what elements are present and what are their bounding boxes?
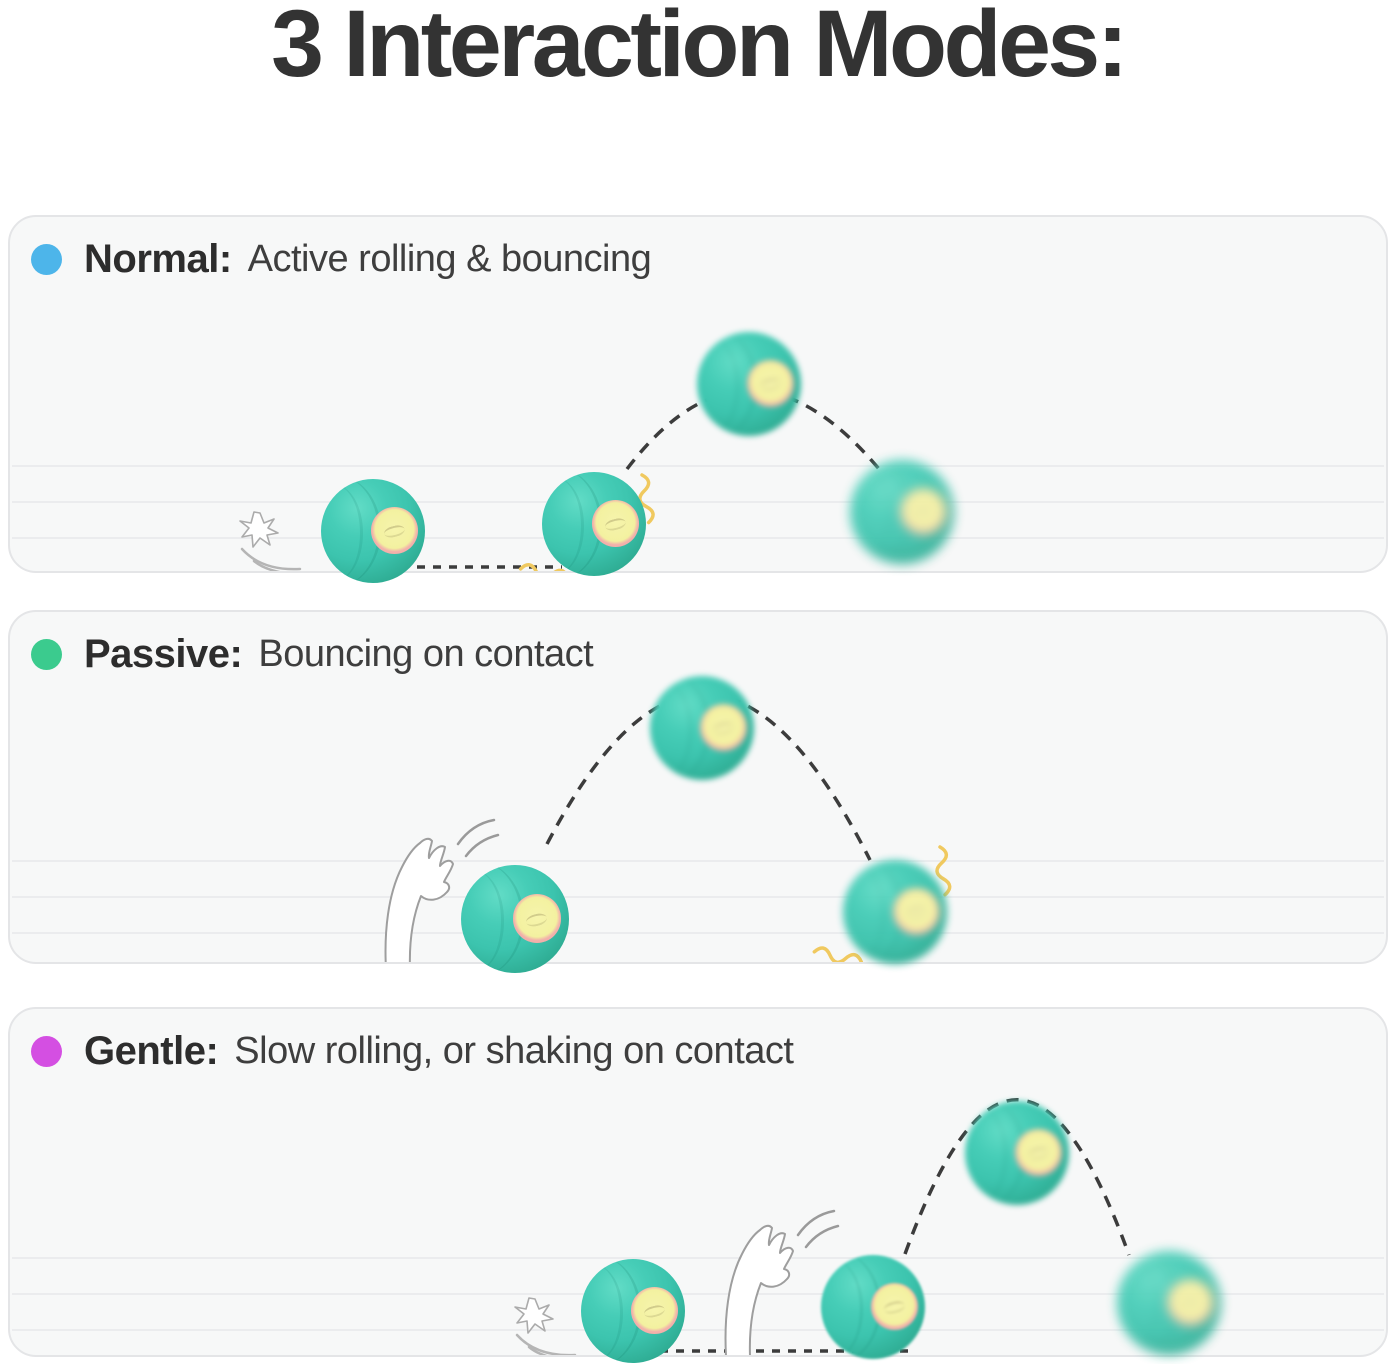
mode-description: Active rolling & bouncing	[247, 238, 652, 280]
pet-ball	[321, 479, 425, 583]
ball-lens	[370, 507, 418, 554]
floor-line	[12, 896, 1384, 898]
mode-label: Gentle:	[84, 1029, 219, 1073]
floor-line	[12, 465, 1384, 467]
mode-description: Bouncing on contact	[258, 633, 594, 675]
trajectory-overlay-passive	[384, 692, 953, 962]
floor-line	[12, 1257, 1384, 1259]
ball-lens	[899, 488, 947, 535]
cat-paw-icon	[384, 837, 454, 962]
paw-motion-lines-icon	[796, 1209, 840, 1249]
ball-lens	[699, 704, 747, 751]
ball-lens	[1166, 1279, 1214, 1326]
mode-label: Passive:	[84, 632, 243, 676]
pet-ball-landing	[1117, 1251, 1221, 1355]
paw-swoosh-icon	[513, 1296, 579, 1355]
pet-ball-bouncing	[965, 1101, 1069, 1205]
ball-lens	[591, 500, 639, 547]
floor-line	[12, 1293, 1384, 1295]
mode-header-gentle: Gentle: Slow rolling, or shaking on cont…	[31, 1029, 794, 1074]
ball-lens	[1014, 1129, 1062, 1176]
paw-motion-lines-icon	[456, 818, 500, 858]
mode-dot-icon	[31, 639, 62, 670]
floor-line	[12, 932, 1384, 934]
pet-ball	[581, 1259, 685, 1363]
mode-panel-passive: Passive: Bouncing on contact	[8, 610, 1388, 973]
ball-lens	[870, 1283, 918, 1330]
pet-ball-bouncing	[650, 676, 754, 780]
floor-line	[12, 860, 1384, 862]
pet-ball	[542, 472, 646, 576]
mode-dot-icon	[31, 244, 62, 275]
page-title: 3 Interaction Modes:	[271, 0, 1128, 97]
mode-header-passive: Passive: Bouncing on contact	[31, 632, 594, 677]
mode-description: Slow rolling, or shaking on contact	[234, 1030, 794, 1072]
pet-ball-landing	[843, 860, 947, 964]
pet-ball-landing	[850, 460, 954, 564]
pet-ball	[821, 1255, 925, 1359]
ball-lens	[630, 1287, 678, 1334]
ball-lens	[746, 360, 794, 407]
pet-ball	[461, 865, 569, 973]
mode-label: Normal:	[84, 237, 232, 281]
mode-panel-normal: Normal: Active rolling & bouncing	[8, 215, 1388, 583]
floor-line	[12, 537, 1384, 539]
cat-paw-icon	[724, 1224, 794, 1355]
ball-lens	[512, 894, 562, 943]
pet-ball-bouncing	[697, 332, 801, 436]
bounce-arc-dash	[545, 692, 872, 861]
ball-lens	[892, 888, 940, 935]
mode-dot-icon	[31, 1036, 62, 1067]
paw-swoosh-icon	[238, 510, 304, 571]
floor-line	[12, 501, 1384, 503]
floor-line	[12, 1329, 1384, 1331]
mode-panel-gentle: Gentle: Slow rolling, or shaking on cont…	[8, 1007, 1388, 1363]
mode-header-normal: Normal: Active rolling & bouncing	[31, 237, 652, 282]
